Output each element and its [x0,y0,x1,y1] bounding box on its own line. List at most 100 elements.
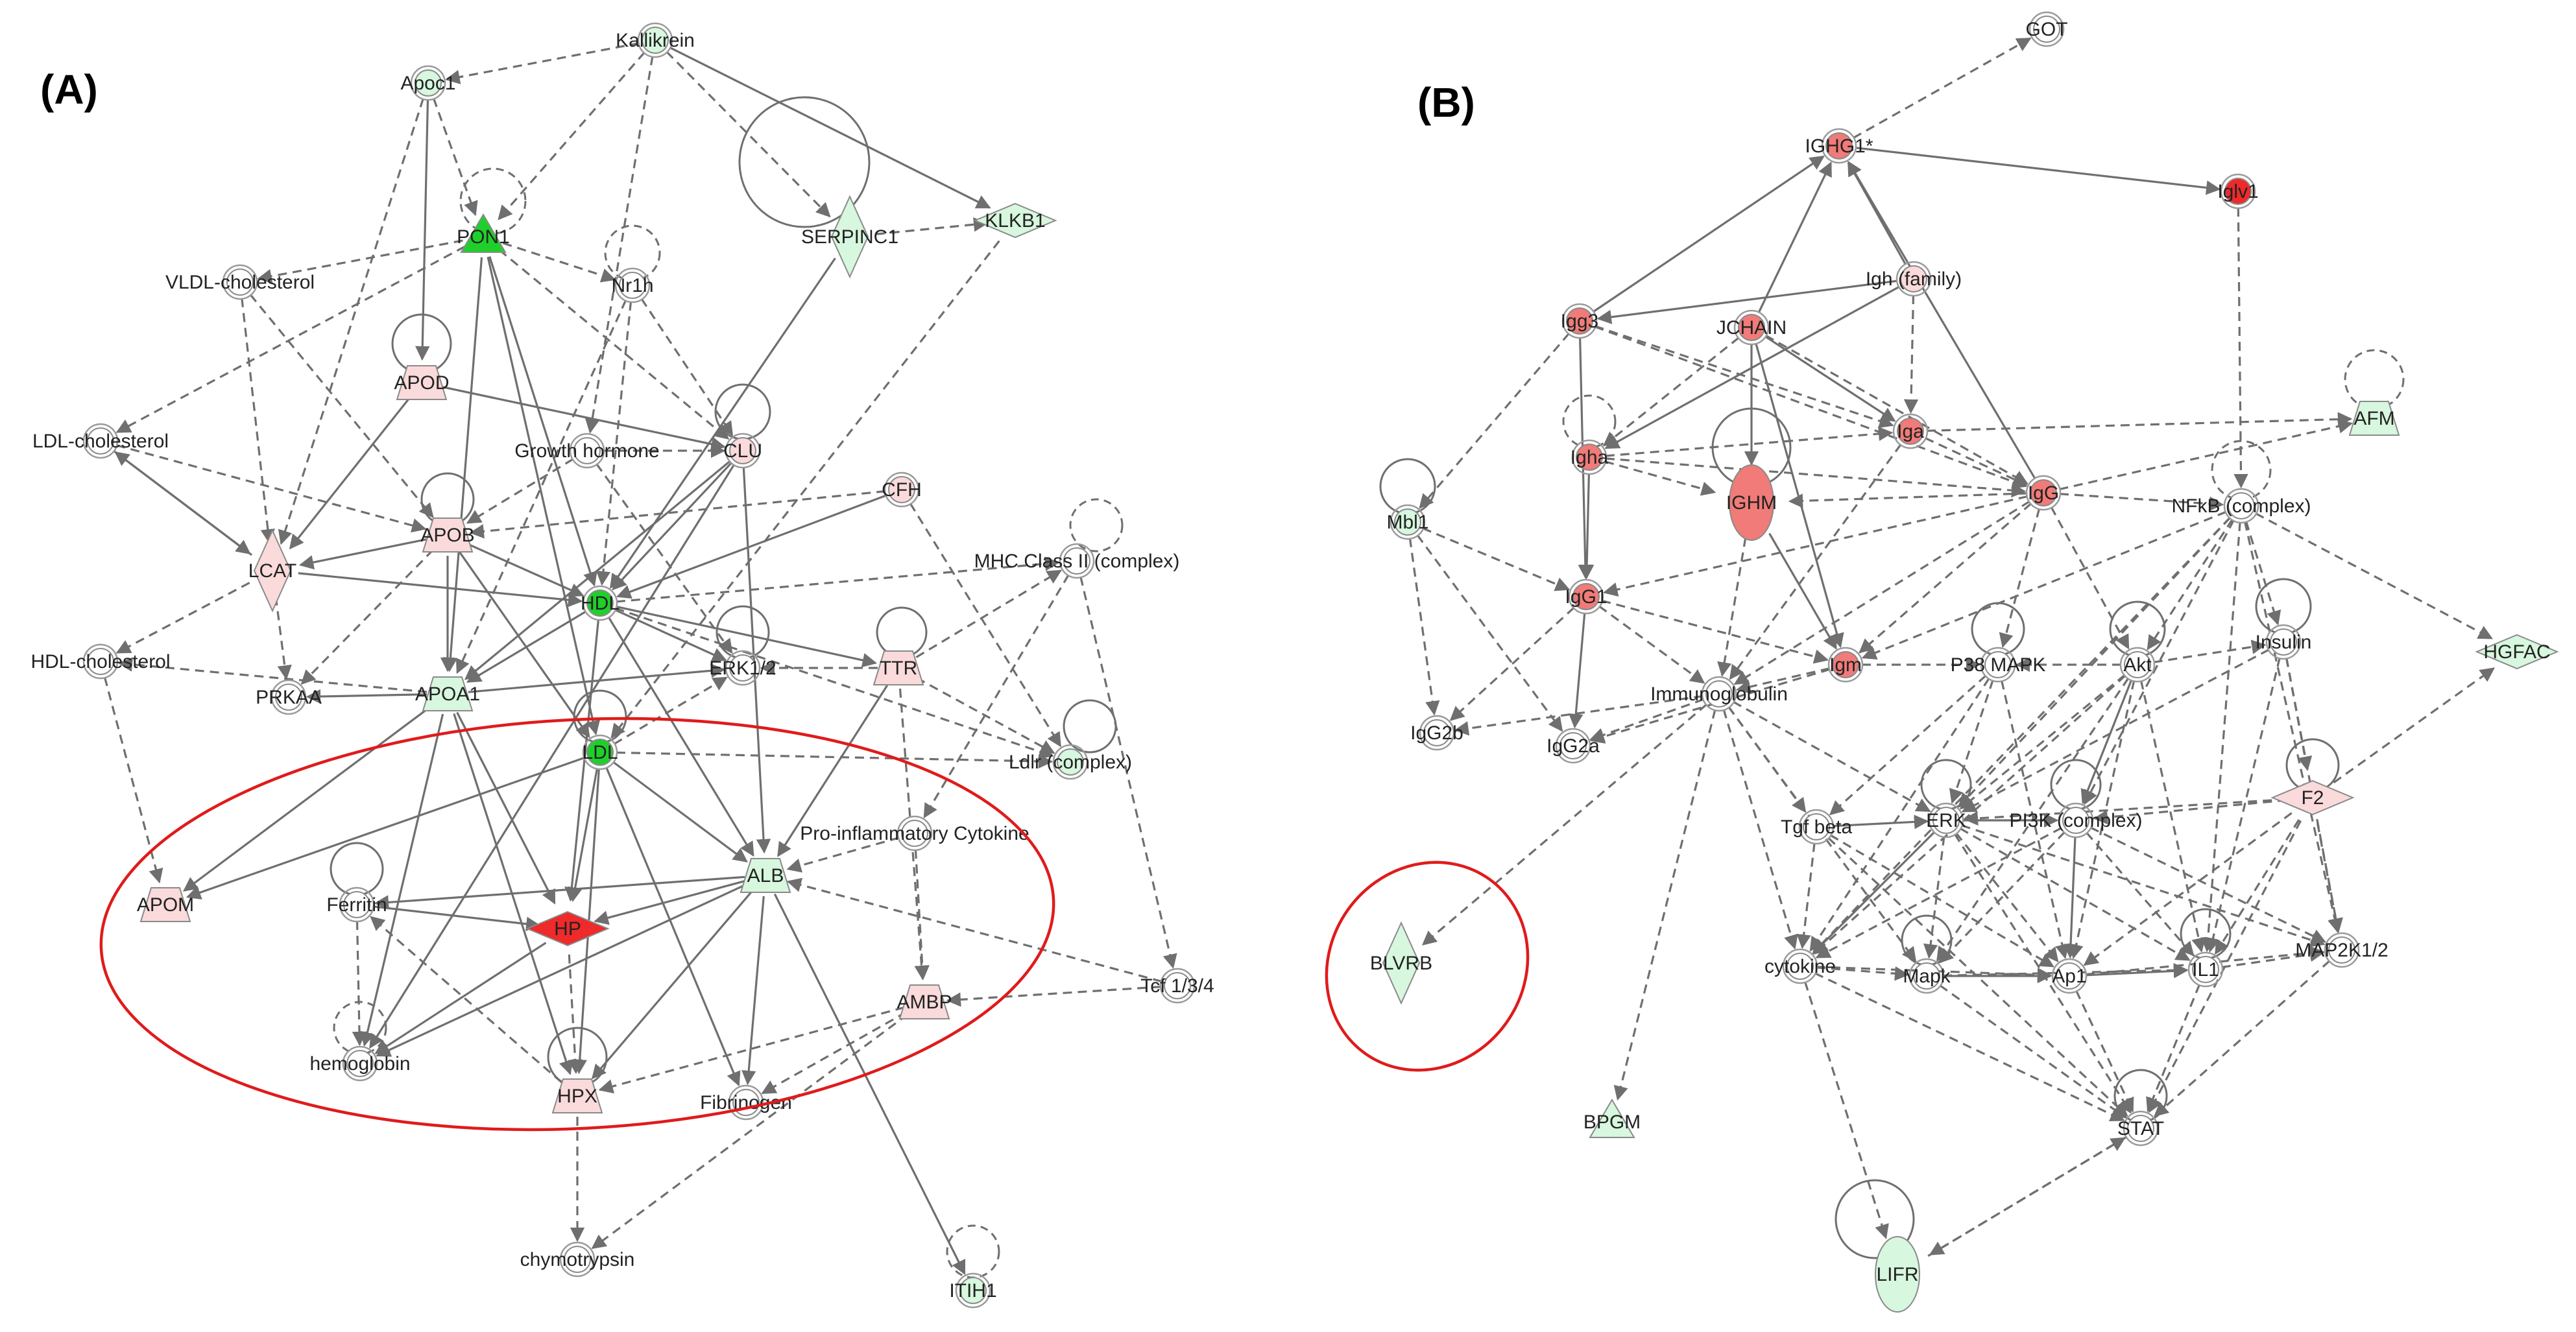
node-tgfb[interactable]: Tgf beta [1781,809,1852,845]
edge-igg-akt [2050,506,2130,650]
node-pon1[interactable]: PON1 [457,213,510,253]
node-igg[interactable]: IgG [2025,475,2062,511]
self-loop-ttr [876,606,928,658]
node-igh[interactable]: Igh (family) [1866,261,1962,297]
node-got[interactable]: GOT [2026,11,2068,47]
edge-hpx-ferritin [370,916,562,1084]
node-afm[interactable]: AFM [2348,401,2400,436]
node-klkb1[interactable]: KLKB1 [973,202,1057,239]
node-shape-map2k [2328,936,2355,964]
edge-jchain-igha [1602,337,1740,447]
node-stat[interactable]: STAT [2117,1110,2164,1147]
node-hdlchol[interactable]: HDL-cholesterol [30,643,171,680]
node-erk12[interactable]: ERK1/2 [709,650,776,686]
node-hdl[interactable]: HDL [581,585,620,621]
node-hgfac[interactable]: HGFAC [2475,634,2559,670]
node-ldlr[interactable]: Ldlr (complex) [1009,744,1132,780]
node-ambp[interactable]: AMBP [897,984,952,1019]
node-hemo[interactable]: hemoglobin [309,1045,411,1082]
node-erk[interactable]: ERK [1926,802,1966,838]
node-proinf[interactable]: Pro-inflammatory Cytokine [800,815,1029,851]
node-il1[interactable]: IL1 [2187,951,2224,988]
node-clu[interactable]: CLU [723,433,762,469]
node-shape-igm [1832,651,1859,678]
node-ttr[interactable]: TTR [873,650,924,685]
edge-apod-lcat [289,398,410,550]
edge-kallikrein-pon1 [498,51,645,220]
node-cfh[interactable]: CFH [882,471,922,508]
node-map2k[interactable]: MAP2K1/2 [2295,932,2389,968]
node-alb[interactable]: ALB [740,858,791,893]
edge-il1-map2k [2221,947,2325,969]
node-cytokine[interactable]: cytokine [1764,948,1836,984]
edge-lcat-hdlchol [115,582,250,654]
node-chymo[interactable]: chymotrypsin [520,1241,635,1278]
node-lifr[interactable]: LIFR [1875,1236,1920,1313]
node-nfkb[interactable]: NFkB (complex) [2171,488,2311,524]
node-label-hemo: hemoglobin [309,1053,410,1075]
node-jchain[interactable]: JCHAIN [1716,309,1787,346]
node-tcf[interactable]: Tcf 1/3/4 [1140,968,1214,1004]
node-serpinc1[interactable]: SERPINC1 [801,195,898,279]
node-iglv1[interactable]: Iglv1 [2217,173,2259,209]
node-akt[interactable]: Akt [2119,647,2156,683]
node-label-apoc1: Apoc1 [400,73,455,94]
node-gh[interactable]: Growth hormone [514,433,660,469]
edge-ighg1-got [1853,37,2032,139]
self-loops-layer [330,96,2405,1279]
node-iga[interactable]: Iga [1892,413,1929,449]
node-shape-ambp [898,984,950,1019]
node-igg2a[interactable]: IgG2a [1547,728,1600,764]
node-p38[interactable]: P38 MAPK [1951,647,2046,683]
node-igg3[interactable]: Igg3 [1561,303,1598,339]
node-apod[interactable]: APOD [394,365,450,400]
node-igg1[interactable]: IgG1 [1565,578,1607,615]
node-insulin[interactable]: Insulin [2256,624,2312,660]
edge-tgfb-stat [1827,837,2128,1117]
node-mapk[interactable]: Mapk [1903,958,1951,994]
node-vldl[interactable]: VLDL-cholesterol [165,264,315,300]
node-ap1[interactable]: Ap1 [2051,958,2088,994]
edge-nr1h-hdl [596,301,632,586]
node-apom[interactable]: APOM [137,887,194,922]
node-igha[interactable]: Igha [1571,439,1609,475]
node-apoc1[interactable]: Apoc1 [400,65,456,101]
node-shape-ap1 [2056,962,2083,990]
node-apob[interactable]: APOB [420,517,475,553]
node-hpx[interactable]: HPX [551,1078,603,1113]
node-apoa1[interactable]: APOA1 [415,676,480,711]
node-ring-iglv1 [2220,173,2256,209]
node-prkaa[interactable]: PRKAA [256,679,322,715]
node-lcat[interactable]: LCAT [248,529,296,613]
node-igg2b[interactable]: IgG2b [1410,715,1463,751]
node-igm[interactable]: Igm [1827,647,1864,683]
edge-apoa1-hp [456,711,556,905]
node-ighm[interactable]: IGHM [1726,464,1777,541]
node-itih1[interactable]: ITIH1 [949,1272,997,1309]
node-immuno[interactable]: Immunoglobulin [1650,676,1788,712]
edge-akt-cytokine [1812,674,2126,955]
edge-ap1-il1 [2085,964,2189,979]
edge-erk-mapk [1923,836,1945,959]
node-ldlchol[interactable]: LDL-cholesterol [32,423,169,459]
node-hp[interactable]: HP [525,910,610,947]
edge-mbl1-igg1 [1422,527,1571,591]
node-ferritin[interactable]: Ferritin [326,886,387,923]
node-pi3k[interactable]: PI3K (complex) [2009,802,2143,838]
node-kallikrein[interactable]: Kallikrein [616,22,695,58]
edge-klkb1-ldl [610,240,1000,739]
node-shape-apod [396,365,448,400]
node-ighg1[interactable]: IGHG1* [1805,128,1873,164]
node-shape-apom [139,887,191,922]
node-mhc[interactable]: MHC Class II (complex) [974,543,1180,579]
node-mbl1[interactable]: Mbl1 [1386,504,1429,540]
node-ldl[interactable]: LDL [582,734,618,770]
node-blvrb[interactable]: BLVRB [1370,921,1432,1005]
edge-tgfb-cytokine [1796,842,1816,949]
node-ring-igh [1896,261,1932,297]
node-bpgm[interactable]: BPGM [1583,1099,1641,1138]
node-nr1h[interactable]: Nr1h [611,267,654,303]
node-f2[interactable]: F2 [2270,779,2355,816]
edge-igg3-mbl1 [1419,332,1571,509]
node-ring-cfh [884,471,920,508]
